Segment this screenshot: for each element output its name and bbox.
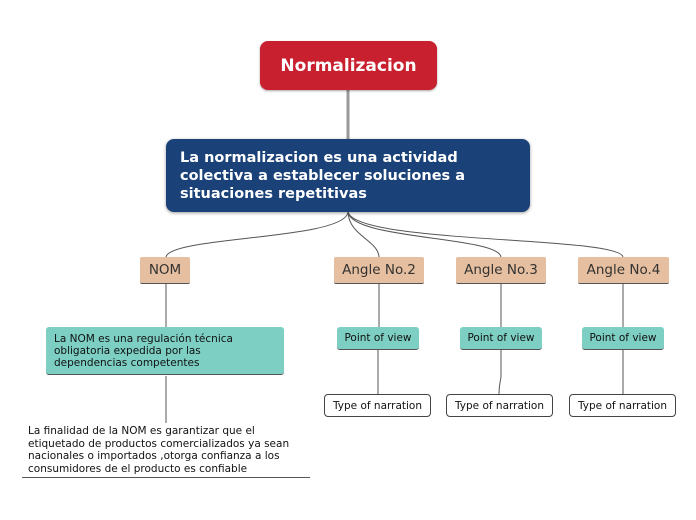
leaf-type-of-narration-2[interactable]: Type of narration <box>324 394 431 417</box>
subtopic-nom-definition-text: La NOM es una regulación técnica obligat… <box>54 332 233 369</box>
connector-main-angle2 <box>347 211 380 258</box>
root-node-normalizacion[interactable]: Normalizacion <box>260 41 437 90</box>
connector-main-angle4 <box>347 211 624 258</box>
subtopic-point-of-view-2[interactable]: Point of view <box>337 327 419 350</box>
connector-pov3-narration <box>498 350 502 395</box>
subtopic-point-of-view-3[interactable]: Point of view <box>460 327 542 350</box>
topic-angle-3[interactable]: Angle No.3 <box>456 257 546 284</box>
leaf-nom-finalidad-text: La finalidad de la NOM es garantizar que… <box>28 425 290 475</box>
topic-angle-4[interactable]: Angle No.4 <box>578 257 669 284</box>
leaf-nom-finalidad[interactable]: La finalidad de la NOM es garantizar que… <box>22 423 310 478</box>
leaf-type-of-narration-4[interactable]: Type of narration <box>569 394 676 417</box>
topic-nom[interactable]: NOM <box>140 257 190 284</box>
connector-main-nom <box>165 211 349 258</box>
main-topic-text: La normalizacion es una actividad colect… <box>180 149 466 202</box>
subtopic-nom-definition[interactable]: La NOM es una regulación técnica obligat… <box>46 327 284 375</box>
topic-angle-2[interactable]: Angle No.2 <box>334 257 424 284</box>
connector-main-angle3 <box>347 211 502 258</box>
subtopic-point-of-view-4[interactable]: Point of view <box>582 327 664 350</box>
main-topic-definition[interactable]: La normalizacion es una actividad colect… <box>166 139 530 212</box>
leaf-type-of-narration-3[interactable]: Type of narration <box>446 394 553 417</box>
